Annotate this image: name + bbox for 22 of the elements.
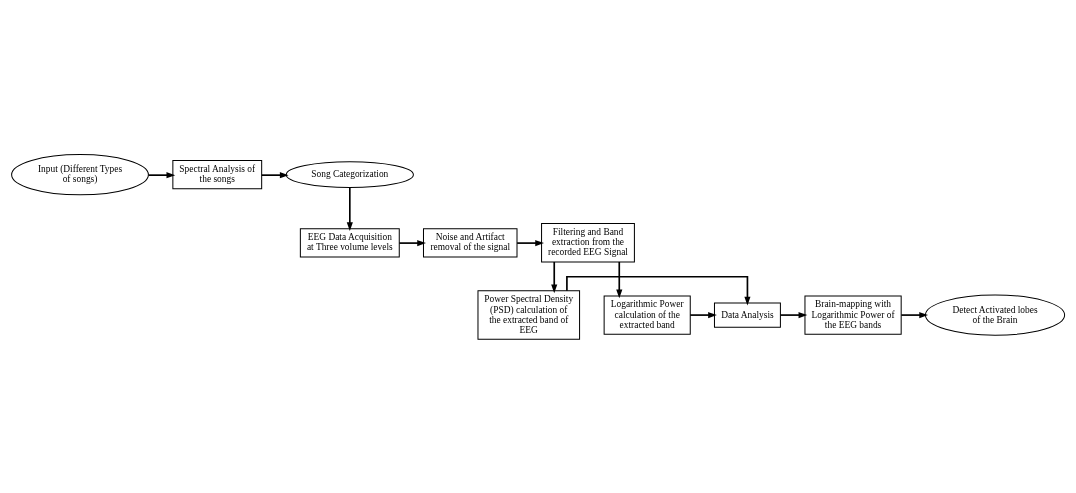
node-ellipse: Input (Different Types of songs) [11, 153, 149, 195]
node-box: Spectral Analysis of the songs [172, 159, 263, 189]
arrow [900, 311, 929, 318]
node-box: EEG Data Acquisition at Three volume levels [299, 227, 400, 257]
arrow [398, 239, 426, 246]
node-box: Power Spectral Density (PSD) calculation of the extracted band of EEG [477, 289, 581, 340]
node-ellipse: Detect Activated lobes of the Brain [924, 293, 1066, 336]
node-box: Filtering and Band extraction from the recorded EEG Signal [541, 222, 635, 262]
arrow [147, 171, 176, 178]
node-box: Logarithmic Power calculation of the extracted band [603, 294, 691, 335]
arrow [260, 171, 289, 178]
arrow [689, 311, 717, 318]
node-ellipse: Song Categorization [285, 160, 414, 188]
arrow [616, 260, 623, 298]
node-box: Data Analysis [713, 301, 781, 328]
arrow [566, 275, 751, 305]
node-box: Noise and Artifact removal of the signal [422, 227, 518, 257]
arrow [779, 311, 808, 318]
arrow [346, 186, 353, 231]
arrow [516, 239, 544, 246]
arrow [551, 260, 558, 293]
node-box: Brain-mapping with Logarithmic Power of the EEG bands [804, 294, 902, 335]
